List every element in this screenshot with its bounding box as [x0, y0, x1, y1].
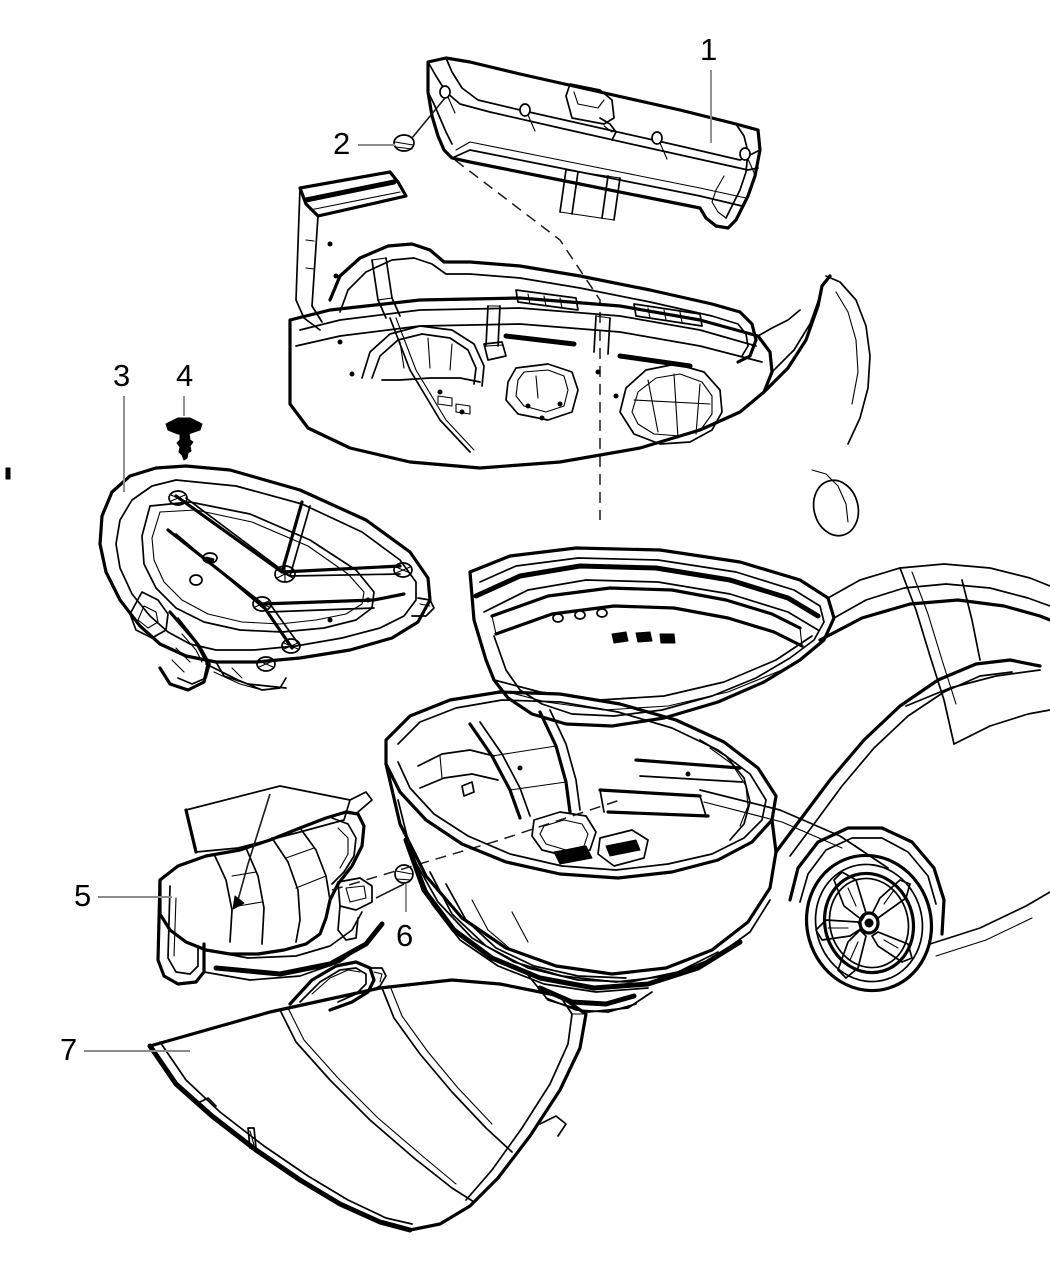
part-1-rear-closure-panel	[426, 56, 762, 230]
part-6-install-axis	[331, 799, 621, 891]
callout-label-6[interactable]: 6	[396, 918, 414, 953]
part-7-trunk-floor-carpet	[147, 960, 588, 1233]
callout-label-4[interactable]: 4	[176, 358, 194, 393]
wheel-spokes	[815, 871, 913, 979]
rear-shelf-assembly	[288, 170, 871, 537]
part-1-assembly-guide	[454, 159, 601, 520]
callout-label-7[interactable]: 7	[60, 1032, 78, 1067]
callout-label-2[interactable]: 2	[333, 126, 351, 161]
callout-label-3[interactable]: 3	[113, 358, 131, 393]
part-2-grommet	[393, 97, 446, 152]
rear-wheel	[788, 826, 946, 993]
mounting-eyelets	[439, 85, 756, 176]
callout-label-1[interactable]: 1	[700, 32, 718, 67]
part-6-grommet	[331, 799, 621, 899]
part-3-trunk-lid-frame	[98, 464, 435, 692]
trunk-interior	[384, 690, 778, 880]
trunk-lid-open	[468, 546, 836, 728]
part-2-leader-to-hole	[411, 97, 446, 139]
callout-leaders	[5, 70, 712, 1052]
callout-label-5[interactable]: 5	[74, 878, 92, 913]
left-edge-tick	[5, 467, 11, 480]
part-4-push-pin-retainer	[165, 417, 203, 461]
part-5-side-trim-panel	[156, 785, 385, 986]
vehicle-body	[384, 546, 1050, 1013]
quarter-panel	[774, 563, 1050, 957]
